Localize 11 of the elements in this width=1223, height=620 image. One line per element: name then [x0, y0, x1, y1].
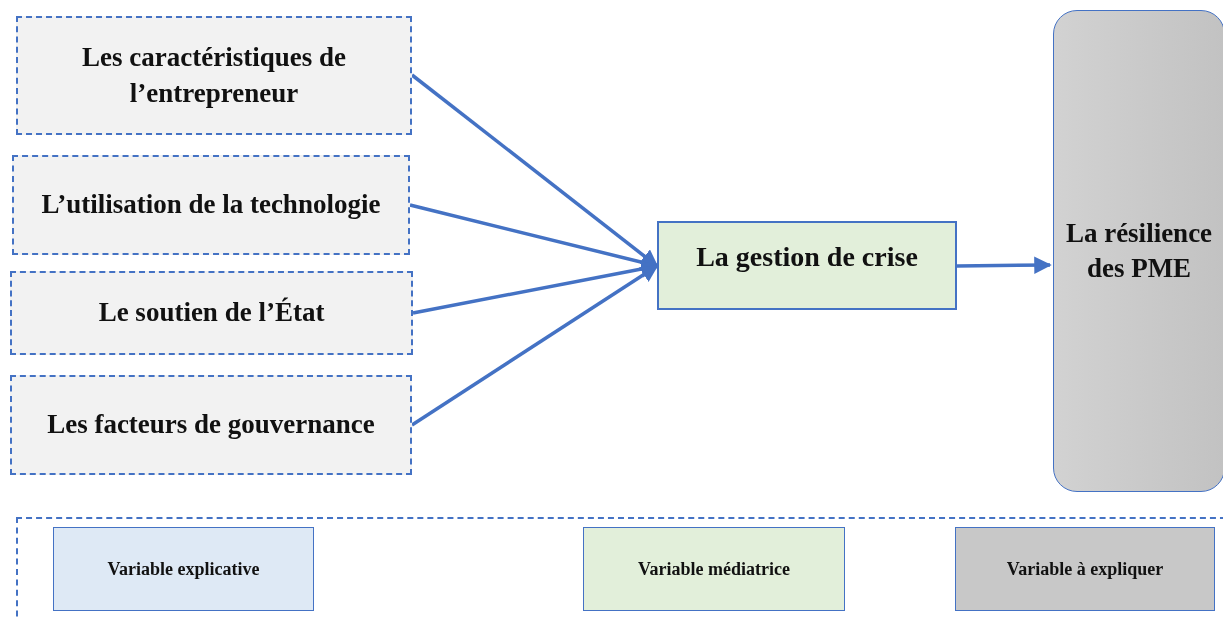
outcome-box: La résilience des PME [1053, 10, 1223, 492]
factor-box: Le soutien de l’État [10, 271, 413, 355]
factor-box: L’utilisation de la technologie [12, 155, 410, 255]
arrow [411, 264, 659, 427]
legend-key: Variable explicative [53, 527, 314, 611]
factor-box: Les caractéristiques de l’entrepreneur [16, 16, 412, 135]
legend-key: Variable médiatrice [583, 527, 845, 611]
factor-box: Les facteurs de gouvernance [10, 375, 412, 475]
arrow [957, 256, 1052, 274]
process-box: La gestion de crise [657, 221, 957, 310]
legend-key: Variable à expliquer [955, 527, 1215, 611]
